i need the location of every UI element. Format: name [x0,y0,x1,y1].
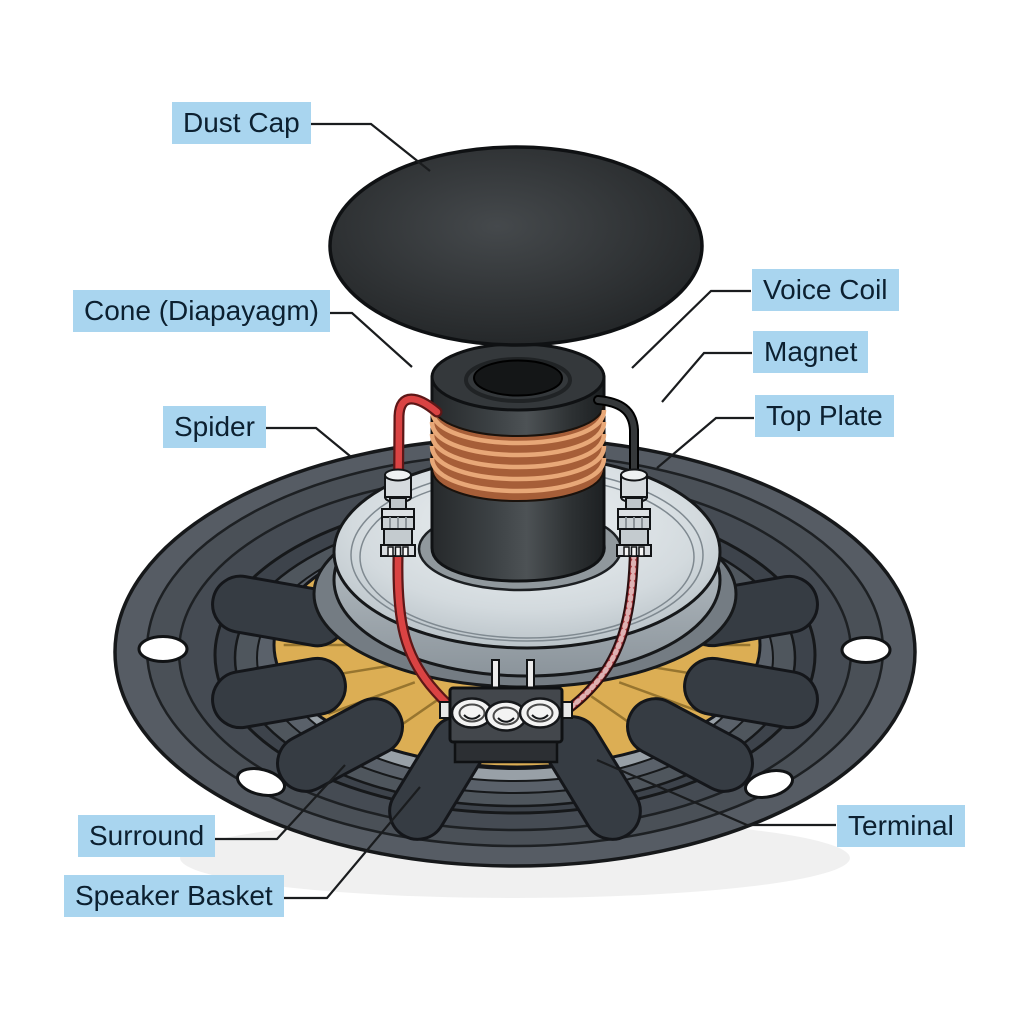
lead-post-right [616,468,652,557]
leader-dust-cap [309,122,431,172]
label-dust-cap: Dust Cap [172,102,311,144]
label-cone: Cone (Diapayagm) [73,290,330,332]
leader-speaker-basket [269,786,421,900]
wire-braided-red [561,543,639,716]
copper-windings [429,409,607,494]
leader-surround [208,764,346,841]
lead-post-left [380,468,416,557]
voice-coil-shape [429,342,607,583]
leader-magnet [661,351,752,403]
wire-red [392,393,462,718]
label-speaker-basket: Speaker Basket [64,875,284,917]
dust-cap-shape [328,145,704,347]
label-spider: Spider [163,406,266,448]
mounting-holes [137,635,892,799]
leader-voice-coil [631,289,751,369]
basket-spokes [211,574,819,841]
leader-lines [208,122,836,900]
leader-top-plate [656,416,754,469]
leader-terminal [596,758,836,827]
label-top-plate: Top Plate [755,395,894,437]
label-voice-coil: Voice Coil [752,269,899,311]
wire-black [593,395,639,483]
label-magnet: Magnet [753,331,869,373]
label-terminal: Terminal [837,805,965,847]
label-surround: Surround [78,815,216,857]
terminal-block-shape [439,659,573,764]
leader-spider [263,426,351,457]
